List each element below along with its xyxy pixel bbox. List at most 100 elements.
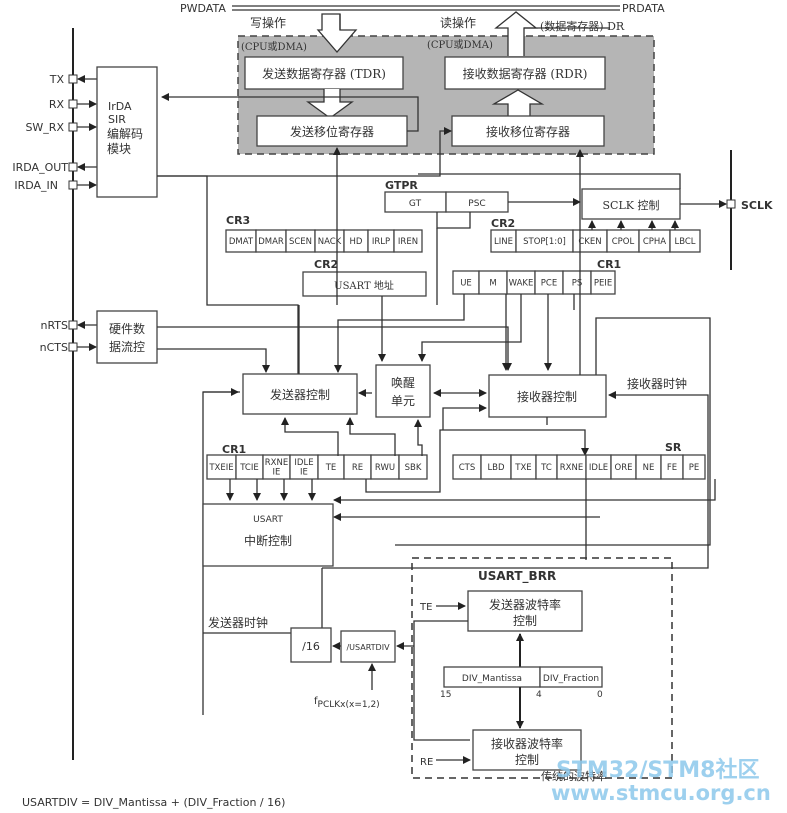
cr2-field-label: CPHA (643, 237, 666, 247)
cr2-field-label: LBCL (674, 237, 695, 247)
cr2-addr-title: CR2 (314, 258, 338, 271)
pin-sclk: SCLK (726, 199, 773, 212)
pin-rx-label: RX (49, 98, 65, 111)
rx-shift-register-box (451, 115, 605, 147)
cr1-bottom-field-label: TE (325, 463, 337, 473)
usart-brr-area (411, 557, 673, 779)
sr-field (682, 454, 706, 480)
sr-field (610, 454, 637, 480)
tx-shift-register-label: 发送移位寄存器 (290, 124, 374, 139)
rdr-label: 接收数据寄存器 (RDR) (463, 66, 588, 81)
gtpr-gt-label: GT (409, 199, 422, 209)
rx-shift-register-label: 接收移位寄存器 (486, 124, 570, 139)
receiver-clock-label: 接收器时钟 (627, 376, 687, 391)
cr1-bottom-field-label: IE (300, 468, 308, 478)
cr1-bottom-field-label: TXEIE (208, 463, 233, 473)
cpu-dma-left: (CPU或DMA) (241, 41, 307, 53)
sr-field-label: IDLE (589, 463, 608, 473)
pin-irda-in-label: IRDA_IN (14, 179, 58, 192)
receiver-control-label: 接收器控制 (517, 389, 577, 404)
sr-field-label: TXE (514, 463, 531, 473)
cr1-bottom-field (343, 454, 372, 480)
sclk-control-label: SCLK 控制 (603, 198, 660, 212)
pin-tx: TX (49, 73, 97, 86)
brr-re-label: RE (420, 757, 433, 768)
sr-field-label: NE (643, 463, 655, 473)
watermark-line2: www.stmcu.org.cn (551, 781, 771, 805)
legacy-baud-label: 传统的波特率 (541, 769, 607, 783)
tx-baud-line2: 控制 (513, 614, 537, 628)
rx-baud-line2: 控制 (515, 753, 539, 767)
pwdata-label: PWDATA (180, 2, 226, 15)
tx-clock-label: 发送器时钟 (208, 615, 268, 630)
brr-bit-0: 0 (597, 690, 603, 700)
cr1-top-field-label: UE (460, 279, 472, 289)
cr3-field-label: IRLP (372, 237, 390, 247)
pin-sclk-label: SCLK (741, 199, 773, 212)
brr-title: USART_BRR (478, 569, 556, 584)
watermark-line1: STM32/STM8社区 (556, 757, 759, 783)
cr1-bottom-field (289, 454, 319, 480)
gtpr-psc-label: PSC (468, 199, 485, 209)
rdr-box (444, 56, 606, 90)
pin-irda-out-label: IRDA_OUT (12, 161, 68, 174)
brr-bit-15: 15 (440, 690, 451, 700)
pin-ncts: nCTS (40, 341, 97, 354)
sr-field-label: LBD (487, 463, 505, 473)
cr1-bottom-field-label: TCIE (239, 463, 259, 473)
pin-rx: RX (49, 98, 97, 111)
cr1-bottom-field-label: RE (352, 463, 363, 473)
transmitter-control-label: 发送器控制 (270, 387, 330, 402)
cr2-field-label: STOP[1:0] (523, 237, 566, 247)
prdata-label: PRDATA (622, 2, 665, 15)
cr1-bottom-field-label: RXNE (265, 458, 288, 468)
brr-te-label: TE (419, 602, 432, 613)
cr2-field-label: CPOL (612, 237, 635, 247)
tx-baud-control-block (467, 590, 583, 632)
usartdiv-label: /USARTDIV (346, 643, 390, 652)
tx-shift-register-box (256, 115, 408, 147)
pin-irda-out: IRDA_OUT (12, 161, 97, 174)
irda-sir-block (96, 66, 158, 198)
pin-nrts: nRTS (40, 319, 97, 332)
sr-field-label: PE (689, 463, 700, 473)
pin-ncts-label: nCTS (40, 341, 68, 354)
div16-label: /16 (302, 640, 320, 653)
cpu-dma-right: (CPU或DMA) (427, 39, 493, 51)
cr3-field-label: HD (350, 237, 363, 247)
cr3-field (393, 229, 423, 253)
data-bus: PWDATA PRDATA (180, 2, 665, 15)
wakeup-line2: 单元 (391, 394, 415, 408)
cr1-top-title: CR1 (597, 258, 621, 271)
wakeup-line1: 唤醒 (391, 376, 415, 390)
receiver-control-block (488, 374, 607, 418)
dr-label: (数据寄存器) DR (540, 19, 625, 33)
cr1-top-field-label: WAKE (509, 279, 534, 289)
cr1-top-field-label: PEIE (594, 279, 612, 289)
fpclk-label: fPCLKx(x=1,2) (314, 696, 380, 710)
read-op-label: 读操作 (440, 15, 476, 30)
write-op-label: 写操作 (250, 15, 286, 30)
tdr-label: 发送数据寄存器 (TDR) (262, 66, 386, 81)
sr-field-label: CTS (459, 463, 476, 473)
cr3-field-label: DMAT (229, 237, 254, 247)
brr-bit-4: 4 (536, 690, 542, 700)
tdr-box (244, 56, 404, 90)
sr-field-label: FE (667, 463, 677, 473)
cr1-bottom-field-label: IDLE (294, 458, 313, 468)
div16-block (290, 627, 332, 663)
hwflow-line2: 据流控 (109, 340, 145, 354)
div-mantissa-label: DIV_Mantissa (462, 674, 522, 684)
sr-field-label: ORE (615, 463, 633, 473)
cr3-title: CR3 (226, 214, 250, 227)
cr1-bottom-field-label: SBK (405, 463, 422, 473)
cr1-bottom-field-label: RWU (375, 463, 395, 473)
sr-title: SR (665, 441, 682, 454)
cr3-field-label: NACK (318, 237, 342, 247)
irda-line3: 编解码 (107, 126, 143, 141)
cr3-field-label: IREN (398, 237, 418, 247)
irda-line4: 模块 (107, 142, 131, 156)
cr1-top-field (590, 270, 616, 295)
